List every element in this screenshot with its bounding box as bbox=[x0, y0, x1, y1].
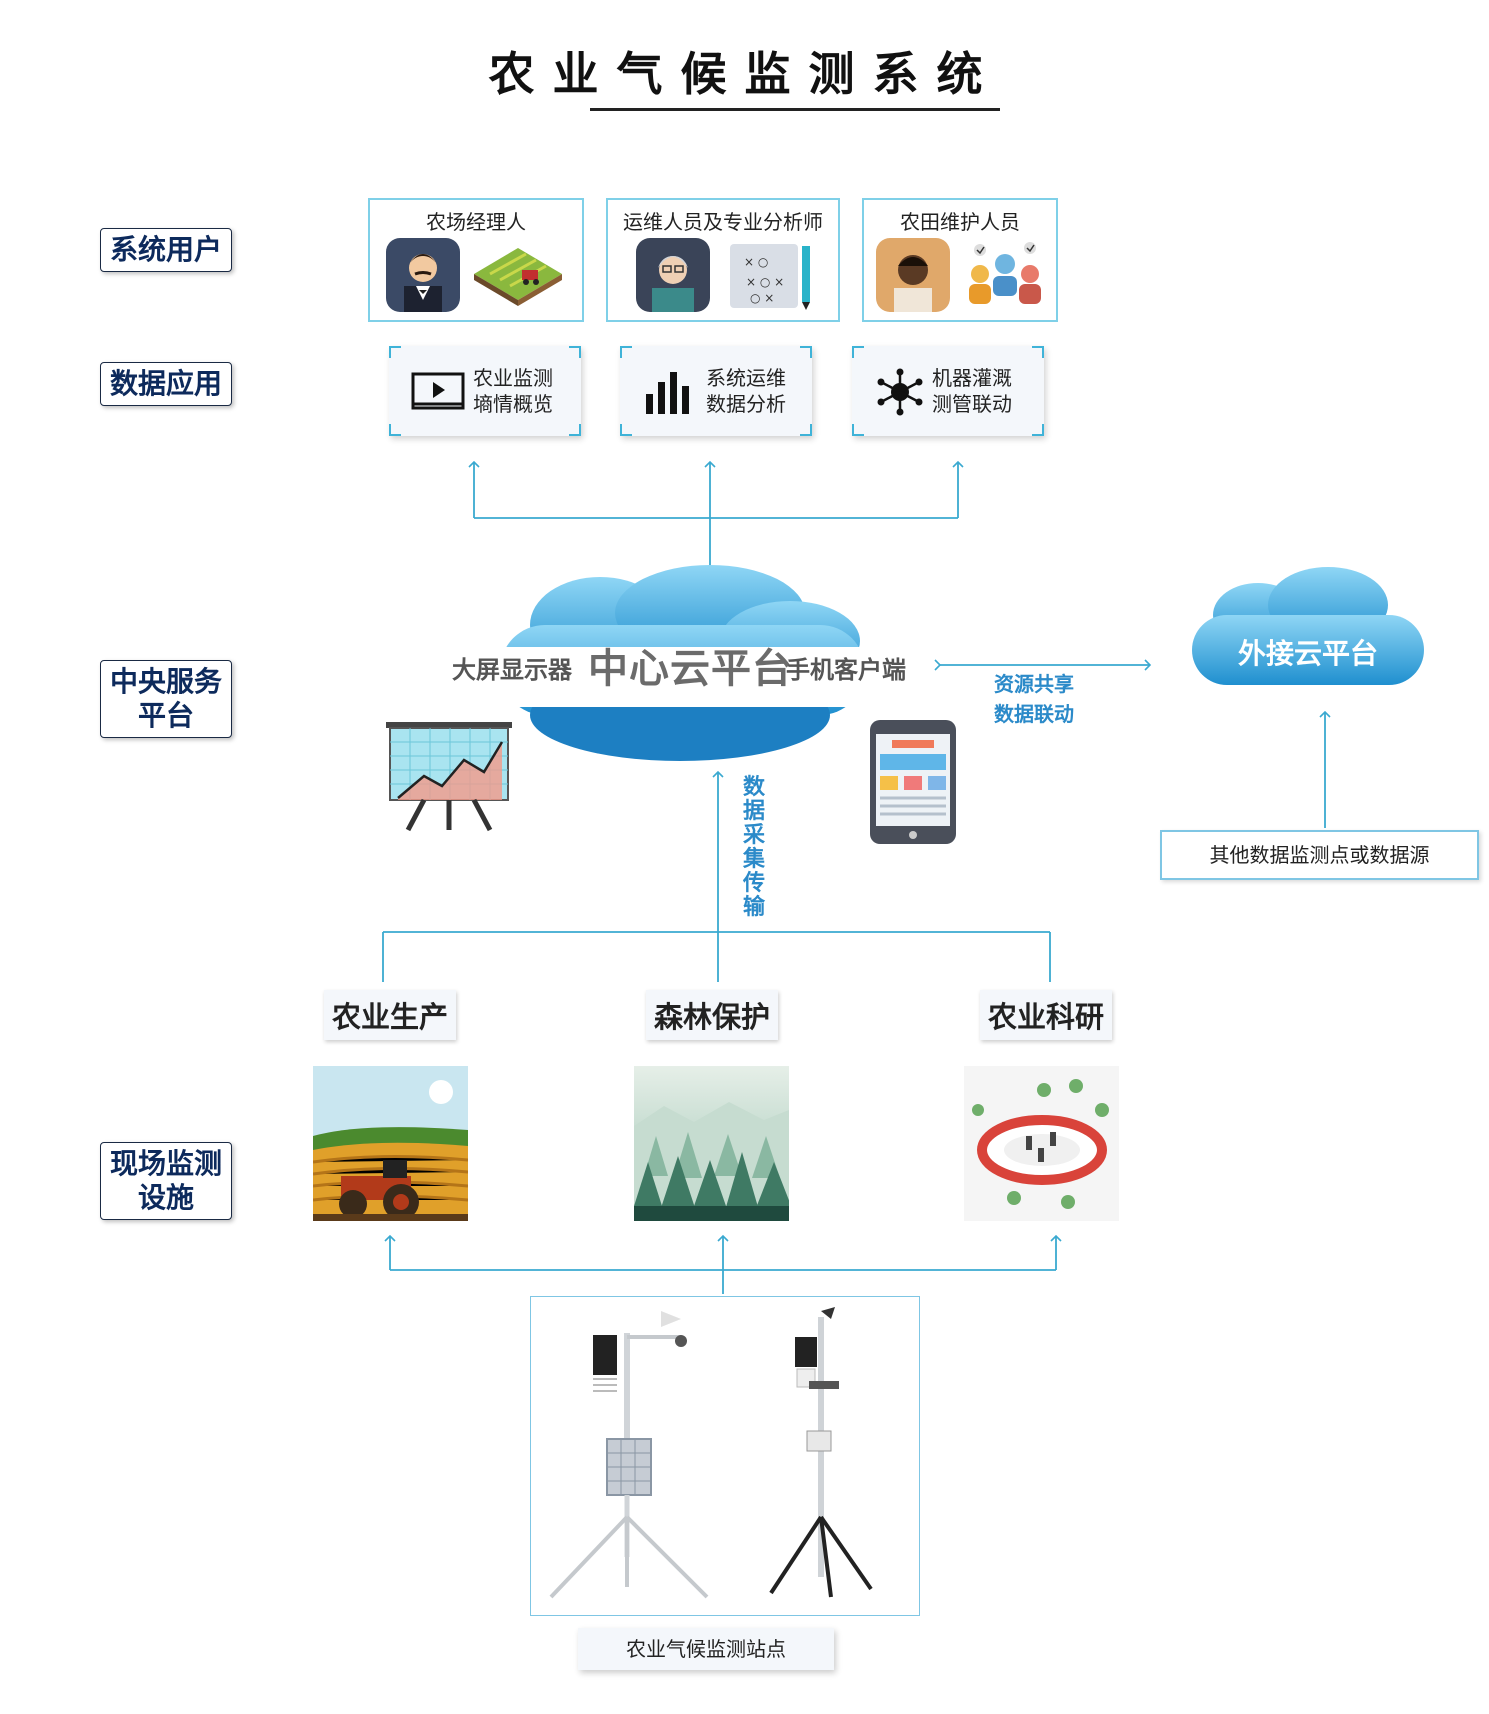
side-label-central-line2: 平台 bbox=[137, 699, 194, 732]
app-box-irrigation[interactable]: 机器灌溉 测管联动 bbox=[852, 346, 1044, 436]
external-cloud-label: 外接云平台 bbox=[1237, 637, 1378, 670]
station-image-frame bbox=[530, 1296, 920, 1616]
weather-station-image bbox=[549, 1307, 873, 1599]
app-label-line1: 系统运维 bbox=[706, 366, 786, 390]
station-label: 农业气候监测站点 bbox=[578, 1628, 834, 1670]
svg-text:× ○ ×: × ○ × bbox=[746, 275, 784, 289]
cloud-center-label: 中心云平台 bbox=[588, 646, 793, 692]
user-box-field-maintainer: 农田维护人员 bbox=[862, 198, 1058, 322]
mobile-phone-icon bbox=[870, 720, 956, 844]
side-label-field: 现场监测 设施 bbox=[100, 1142, 232, 1220]
side-label-field-line1: 现场监测 bbox=[109, 1147, 222, 1180]
user-label: 农场经理人 bbox=[426, 210, 526, 234]
cloud-right-label: 手机客户端 bbox=[786, 656, 906, 684]
svg-text:○ ×: ○ × bbox=[750, 291, 774, 305]
side-label-field-line2: 设施 bbox=[137, 1181, 194, 1214]
share-text-line2: 数据联动 bbox=[994, 702, 1074, 726]
data-collect-text: 数据采集传输 bbox=[742, 775, 765, 920]
central-cloud bbox=[490, 565, 875, 761]
svg-text:× ○: × ○ bbox=[744, 255, 768, 269]
external-cloud bbox=[1192, 567, 1424, 685]
team-icon bbox=[969, 242, 1041, 304]
user-label: 农田维护人员 bbox=[900, 210, 1020, 234]
share-text-line1: 资源共享 bbox=[994, 672, 1074, 696]
category-label-forest-protection: 森林保护 bbox=[646, 990, 779, 1040]
worker-avatar-icon bbox=[876, 238, 950, 312]
farmland-icon bbox=[474, 248, 562, 306]
app-label-line2: 测管联动 bbox=[932, 392, 1012, 416]
forest-image bbox=[634, 1066, 789, 1221]
side-label-central-line1: 中央服务 bbox=[109, 665, 222, 698]
other-sources-box: 其他数据监测点或数据源 bbox=[1160, 830, 1479, 880]
manager-avatar-icon bbox=[386, 238, 460, 312]
app-label: 系统运维 数据分析 bbox=[706, 365, 786, 417]
app-label: 农业监测 墒情概览 bbox=[473, 365, 553, 417]
research-lab-image bbox=[964, 1066, 1119, 1221]
category-label-agri-research: 农业科研 bbox=[980, 990, 1113, 1040]
page-title: 农业气候监测系统 bbox=[488, 47, 1001, 101]
user-label: 运维人员及专业分析师 bbox=[623, 210, 823, 234]
video-player-icon bbox=[411, 372, 465, 410]
side-label-apps: 数据应用 bbox=[100, 362, 232, 406]
tractor-field-image bbox=[313, 1066, 468, 1221]
category-label-agri-production: 农业生产 bbox=[324, 990, 457, 1040]
user-box-farm-manager: 农场经理人 bbox=[368, 198, 584, 322]
app-label-line1: 机器灌溉 bbox=[932, 366, 1012, 390]
app-label-line2: 墒情概览 bbox=[473, 392, 553, 416]
cloud-left-label: 大屏显示器 bbox=[452, 656, 572, 684]
app-label: 机器灌溉 测管联动 bbox=[932, 365, 1012, 417]
app-box-monitoring[interactable]: 农业监测 墒情概览 bbox=[389, 346, 581, 436]
side-label-central: 中央服务 平台 bbox=[100, 660, 232, 738]
app-label-line1: 农业监测 bbox=[473, 366, 553, 390]
strategy-map-icon: × ○ × ○ × ○ × bbox=[730, 244, 810, 310]
bar-chart-icon bbox=[646, 372, 689, 414]
app-label-line2: 数据分析 bbox=[706, 392, 786, 416]
title-underline bbox=[590, 108, 1000, 111]
app-box-analysis[interactable]: 系统运维 数据分析 bbox=[620, 346, 812, 436]
big-screen-chart-icon bbox=[386, 722, 512, 832]
user-box-analyst: 运维人员及专业分析师 × ○ × ○ × ○ × bbox=[606, 198, 840, 322]
analyst-avatar-icon bbox=[636, 238, 710, 312]
side-label-users: 系统用户 bbox=[100, 228, 232, 272]
network-node-icon bbox=[877, 368, 923, 416]
